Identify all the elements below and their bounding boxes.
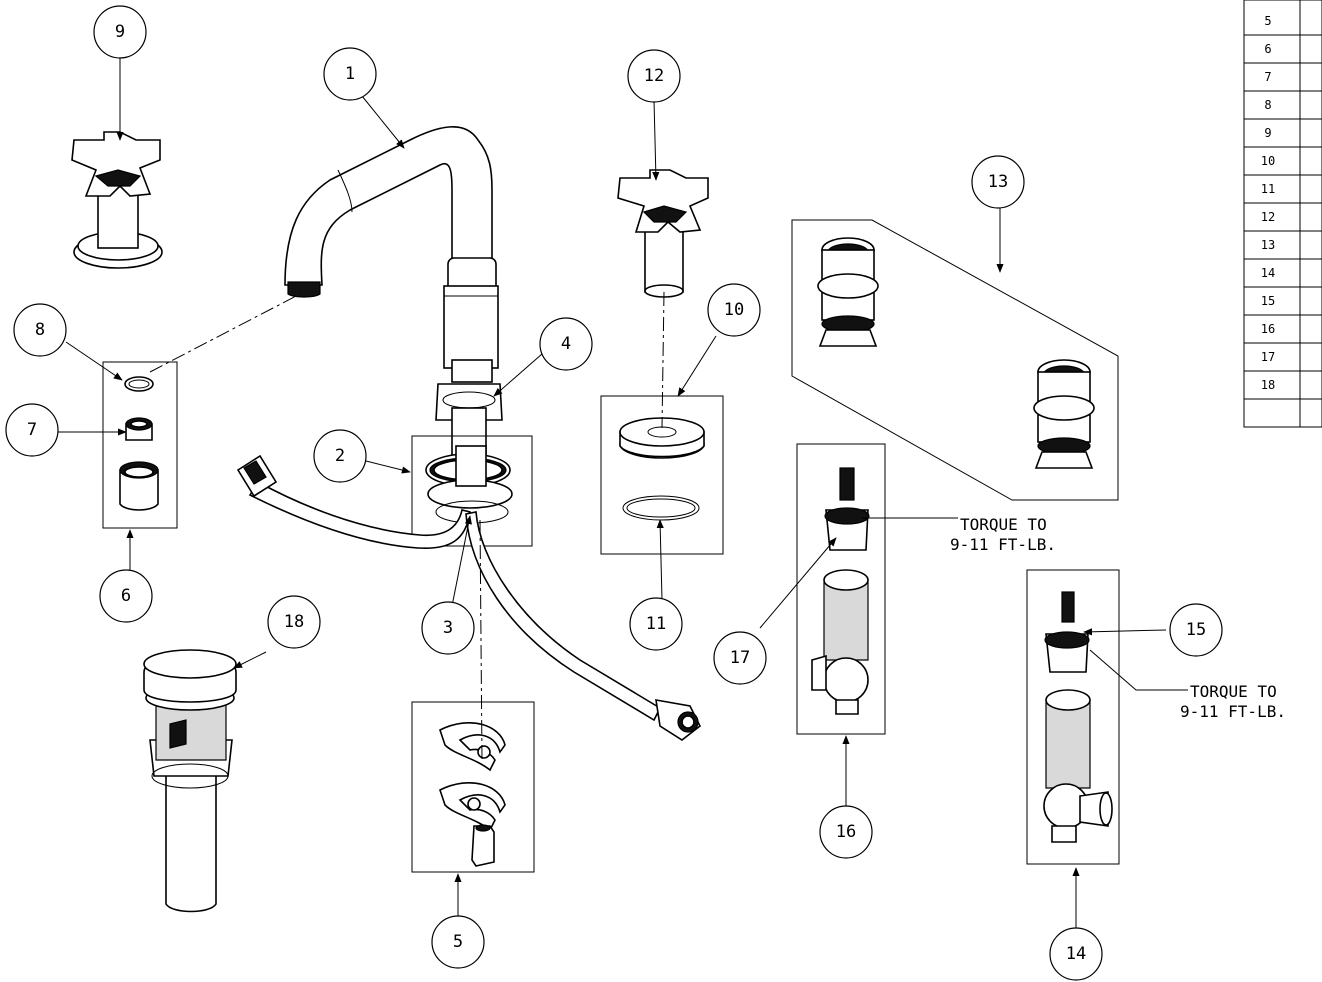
callout-6: 6 [99,569,153,623]
table-row-number: 9 [1264,126,1271,140]
callout-4: 4 [539,317,593,371]
svg-text:7: 7 [27,420,37,440]
mounting-hardware-part [411,701,535,873]
svg-text:3: 3 [443,618,453,638]
svg-text:6: 6 [121,586,131,606]
svg-text:13: 13 [988,172,1008,192]
torque-note-lower: TORQUE TO 9-11 FT-LB. [1180,682,1286,721]
svg-text:1: 1 [345,64,355,84]
svg-text:14: 14 [1066,944,1086,964]
table-row-number: 12 [1261,210,1275,224]
svg-text:4: 4 [561,334,571,354]
svg-text:12: 12 [644,66,664,86]
right-cross-handle-part [617,169,709,298]
svg-text:TORQUE TO: TORQUE TO [960,515,1047,534]
table-row-number: 10 [1261,154,1275,168]
escutcheon-oring-part [600,395,724,555]
table-row-number: 18 [1261,378,1275,392]
svg-text:2: 2 [335,446,345,466]
callout-11: 11 [629,597,683,651]
left-cross-handle-part [71,131,163,269]
table-row-number: 16 [1261,322,1275,336]
left-valve-part [796,443,886,735]
table-row-number: 7 [1264,70,1271,84]
table-row-number: 5 [1264,14,1271,28]
callout-8: 8 [13,303,67,357]
svg-text:8: 8 [35,320,45,340]
callout-1: 1 [323,47,377,101]
callout-12: 12 [627,49,681,103]
svg-text:9-11 FT-LB.: 9-11 FT-LB. [950,535,1056,554]
callout-5: 5 [431,915,485,969]
svg-text:TORQUE TO: TORQUE TO [1190,682,1277,701]
table-row-number: 11 [1261,182,1275,196]
drain-part [143,649,237,913]
adapter-kit-part [791,219,1119,501]
svg-text:11: 11 [646,614,666,634]
leader-lines [54,56,1188,928]
svg-text:5: 5 [453,932,463,952]
callout-10: 10 [707,283,761,337]
table-row-number: 8 [1264,98,1271,112]
svg-text:15: 15 [1186,620,1206,640]
callout-7: 7 [5,403,59,457]
table-row-number: 15 [1261,294,1275,308]
callout-15: 15 [1169,603,1223,657]
aerator-assembly-part [102,361,178,529]
table-row-number: 6 [1264,42,1271,56]
callout-3: 3 [421,601,475,655]
parts-table: 5 6 7 8 9 10 11 12 13 14 15 16 17 18 [1243,0,1322,428]
right-valve-part [1026,569,1120,865]
callout-17: 17 [713,631,767,685]
svg-text:16: 16 [836,822,856,842]
callout-9: 9 [93,5,147,59]
base-assembly-part [236,435,702,741]
svg-text:10: 10 [724,300,744,320]
svg-text:9-11 FT-LB.: 9-11 FT-LB. [1180,702,1286,721]
table-row-number: 13 [1261,238,1275,252]
callout-2: 2 [313,429,367,483]
callout-14: 14 [1049,927,1103,981]
callout-18: 18 [267,595,321,649]
torque-note-upper: TORQUE TO 9-11 FT-LB. [950,515,1056,554]
spout-part [284,126,503,469]
table-row-number: 14 [1261,266,1275,280]
svg-text:18: 18 [284,612,304,632]
table-row-number: 17 [1261,350,1275,364]
callout-16: 16 [819,805,873,859]
callout-13: 13 [971,155,1025,209]
svg-text:9: 9 [115,22,125,42]
svg-text:17: 17 [730,648,750,668]
